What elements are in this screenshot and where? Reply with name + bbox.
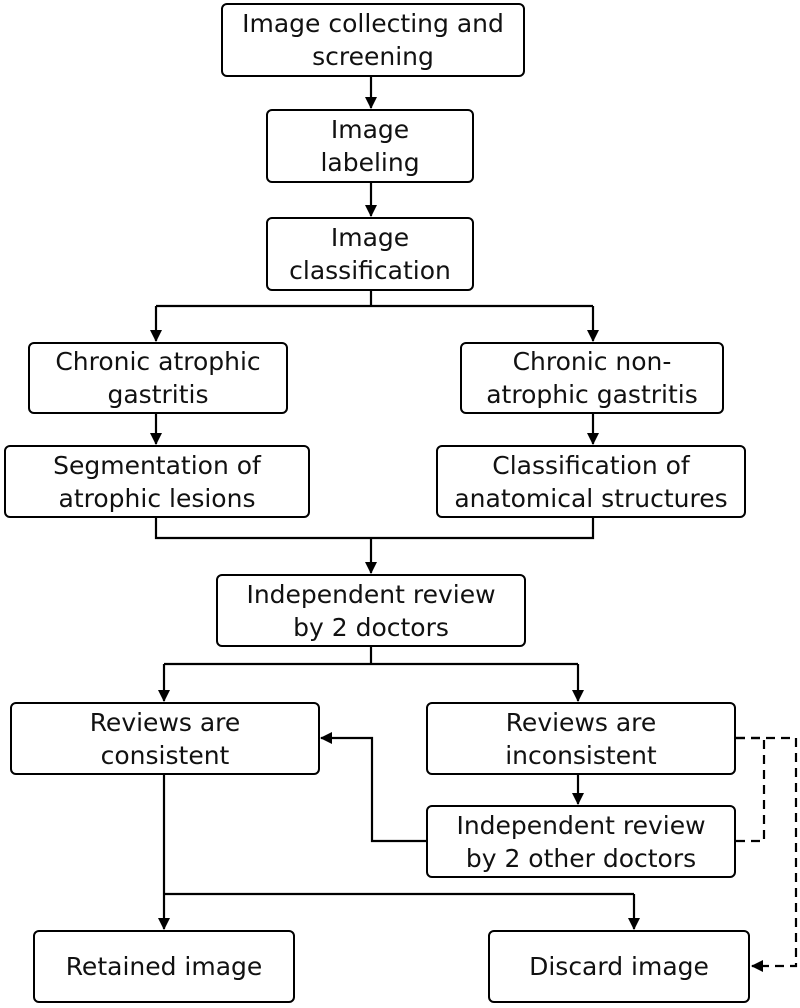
reviews-consistent-box: Reviews are consistent (10, 702, 320, 775)
arrow-review2-to-consistent (320, 732, 426, 843)
image-labeling-line2: labeling (320, 148, 420, 177)
image-labeling-box: Image labeling (266, 109, 474, 183)
image-classification-box: Image classification (266, 217, 474, 291)
retained-image-label: Retained image (65, 952, 263, 981)
discard-image-box: Discard image (488, 930, 750, 1003)
image-collecting-box: Image collecting and screening (221, 3, 525, 77)
connector-classify-split (156, 291, 593, 308)
chronic-atrophic-line2: gastritis (107, 380, 209, 409)
reviews-inconsistent-line1: Reviews are (505, 707, 657, 737)
chronic-atrophic-line1: Chronic atrophic (55, 347, 261, 376)
reviews-inconsistent-line2: inconsistent (505, 740, 657, 770)
chronic-non-atrophic-gastritis-box: Chronic non- atrophic gastritis (460, 342, 724, 414)
chronic-non-atrophic-line2: atrophic gastritis (486, 380, 698, 409)
chronic-non-atrophic-line1: Chronic non- (512, 347, 672, 376)
reviews-inconsistent-box: Reviews are inconsistent (426, 702, 736, 775)
image-labeling-line1: Image (330, 115, 410, 144)
retained-image-box: Retained image (33, 930, 295, 1003)
independent-review-box: Independent review by 2 doctors (216, 574, 526, 647)
second-review-box: Independent review by 2 other doctors (426, 805, 736, 878)
connector-review-split (164, 647, 578, 666)
reviews-consistent-line1: Reviews are (89, 707, 241, 737)
connector-merge (154, 518, 595, 540)
discard-image-label: Discard image (529, 952, 709, 981)
anatomical-line1: Classification of (492, 450, 690, 480)
independent-review-line2: by 2 doctors (293, 612, 449, 642)
reviews-consistent-line2: consistent (100, 740, 230, 770)
independent-review-line1: Independent review (246, 579, 496, 609)
image-classification-line2: classification (289, 256, 451, 285)
chronic-atrophic-gastritis-box: Chronic atrophic gastritis (28, 342, 288, 414)
anatomical-classification-box: Classification of anatomical structures (436, 445, 746, 518)
second-review-line1: Independent review (456, 810, 706, 840)
connector-consistent-down (162, 775, 634, 896)
anatomical-line2: anatomical structures (454, 483, 728, 513)
second-review-line2: by 2 other doctors (465, 843, 697, 873)
segmentation-line1: Segmentation of (53, 450, 261, 480)
segmentation-box: Segmentation of atrophic lesions (4, 445, 310, 518)
dashed-inconsistent-to-review2 (736, 736, 766, 843)
dashed-inconsistent-to-discard (736, 736, 798, 972)
segmentation-line2: atrophic lesions (58, 483, 256, 513)
image-collecting-line1: Image collecting and (242, 9, 504, 38)
image-collecting-line2: screening (312, 42, 434, 71)
image-classification-line1: Image (330, 223, 410, 252)
